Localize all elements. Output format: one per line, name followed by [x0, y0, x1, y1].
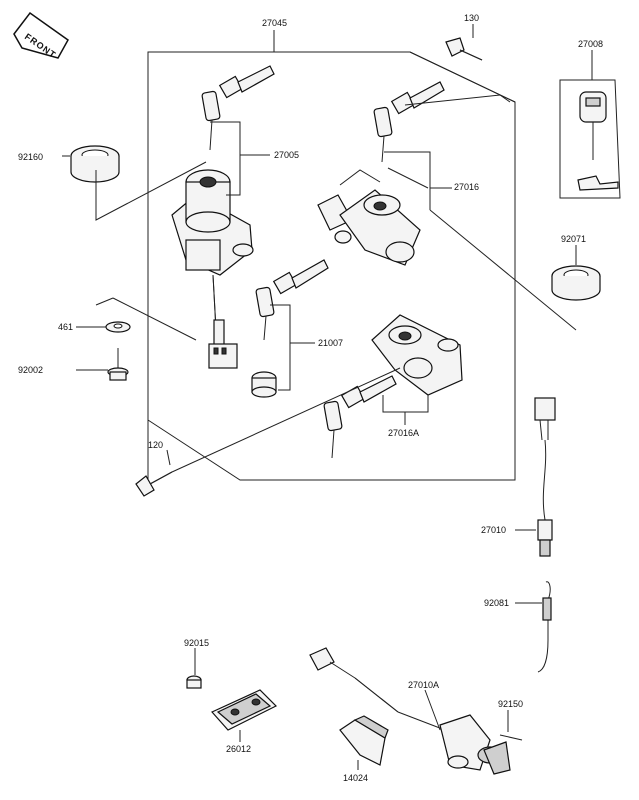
key-icon	[323, 375, 397, 459]
washer-icon	[105, 321, 131, 333]
ignition-switch-icon	[171, 169, 254, 369]
bolt-icon	[107, 348, 129, 381]
reflector-icon	[211, 689, 278, 731]
front-direction-arrow: FRONT	[13, 11, 69, 60]
spring-icon	[537, 581, 552, 673]
part-label-461: 461	[58, 322, 73, 332]
key-icon	[255, 259, 329, 341]
part-label-27016: 27016	[454, 182, 479, 192]
grommet-icon	[70, 145, 120, 183]
part-label-27045: 27045	[262, 18, 287, 28]
part-label-27005: 27005	[274, 150, 299, 160]
bracket-icon	[339, 715, 389, 766]
key-icon	[373, 81, 445, 163]
part-label-92160: 92160	[18, 152, 43, 162]
part-label-21007: 21007	[318, 338, 343, 348]
part-labels: 27045 130 27008 92160 27005 27016 92071 …	[18, 13, 603, 783]
grommet-icon	[551, 265, 601, 301]
seat-lock-icon	[317, 169, 421, 266]
switch-harness-icon	[309, 647, 446, 731]
part-label-92002: 92002	[18, 365, 43, 375]
brake-switch-icon	[439, 714, 523, 775]
part-label-27016A: 27016A	[388, 428, 419, 438]
part-label-27010: 27010	[481, 525, 506, 535]
leader-lines	[62, 24, 593, 770]
part-label-120: 120	[148, 440, 163, 450]
switch-harness-icon	[534, 397, 556, 557]
part-label-14024: 14024	[343, 773, 368, 783]
bolt-icon	[135, 471, 173, 497]
part-label-130: 130	[464, 13, 479, 23]
helmet-lock-icon	[371, 314, 463, 396]
part-label-26012: 26012	[226, 744, 251, 754]
key-icon	[201, 65, 275, 151]
part-label-92150: 92150	[498, 699, 523, 709]
part-label-27010A: 27010A	[408, 680, 439, 690]
part-label-92015: 92015	[184, 638, 209, 648]
key-blank-icon	[559, 79, 621, 199]
part-label-92081: 92081	[484, 598, 509, 608]
part-label-27008: 27008	[578, 39, 603, 49]
bolt-icon	[445, 37, 483, 61]
assembly-outline-27045	[147, 30, 516, 481]
part-label-92071: 92071	[561, 234, 586, 244]
nut-icon	[186, 675, 202, 689]
cap-icon	[251, 371, 277, 398]
